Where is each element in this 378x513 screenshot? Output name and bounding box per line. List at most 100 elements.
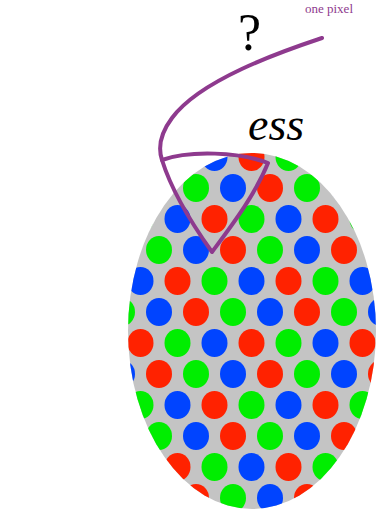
subpixel-dot	[202, 205, 228, 233]
subpixel-dot	[0, 484, 24, 512]
subpixel-dot	[72, 484, 98, 512]
subpixel-dot	[202, 267, 228, 295]
subpixel-dot	[239, 453, 265, 481]
subpixel-dot	[294, 298, 320, 326]
subpixel-dot	[294, 174, 320, 202]
subpixel-dot	[368, 360, 378, 388]
screen-disc	[128, 153, 376, 509]
subpixel-dot	[109, 174, 135, 202]
subpixel-dot	[294, 422, 320, 450]
subpixel-dot	[0, 422, 24, 450]
subpixel-dot	[128, 453, 154, 481]
subpixel-dot	[313, 391, 339, 419]
subpixel-dot	[276, 453, 302, 481]
subpixel-dot	[91, 329, 117, 357]
subpixel-dot	[109, 112, 135, 140]
subpixel-dot	[183, 422, 209, 450]
subpixel-dot	[220, 112, 246, 140]
subpixel-dot	[331, 360, 357, 388]
subpixel-dot	[239, 329, 265, 357]
subpixel-dot	[17, 329, 43, 357]
subpixel-dot	[368, 484, 378, 512]
subpixel-dot	[202, 453, 228, 481]
subpixel-dot	[91, 267, 117, 295]
subpixel-dot	[146, 298, 172, 326]
subpixel-dot	[183, 484, 209, 512]
subpixel-dot	[146, 360, 172, 388]
subpixel-dot	[350, 329, 376, 357]
subpixel-dot	[128, 267, 154, 295]
subpixel-dot	[239, 267, 265, 295]
subpixel-dot	[313, 267, 339, 295]
subpixel-dot	[17, 143, 43, 171]
subpixel-dot	[257, 360, 283, 388]
subpixel-dot	[313, 205, 339, 233]
subpixel-dot	[128, 143, 154, 171]
subpixel-dot	[313, 143, 339, 171]
subpixel-dot	[183, 360, 209, 388]
subpixel-dot	[294, 484, 320, 512]
subpixel-dot	[331, 484, 357, 512]
subpixel-dot	[109, 422, 135, 450]
subpixel-dot	[54, 143, 80, 171]
subpixel-dot	[313, 453, 339, 481]
subpixel-dot	[72, 174, 98, 202]
subpixel-dot	[368, 236, 378, 264]
subpixel-dot	[350, 453, 376, 481]
subpixel-dot	[220, 298, 246, 326]
subpixel-dot	[220, 360, 246, 388]
subpixel-dot	[294, 360, 320, 388]
subpixel-dot	[35, 112, 61, 140]
subpixel-dot	[72, 298, 98, 326]
subpixel-dot	[276, 391, 302, 419]
subpixel-dot	[35, 298, 61, 326]
subpixel-grid	[0, 112, 378, 513]
subpixel-dot	[220, 174, 246, 202]
subpixel-dot	[35, 360, 61, 388]
subpixel-dot	[257, 298, 283, 326]
subpixel-dot	[350, 205, 376, 233]
subpixel-dot	[54, 391, 80, 419]
subpixel-dot	[109, 360, 135, 388]
subpixel-dot	[35, 174, 61, 202]
subpixel-dot	[331, 422, 357, 450]
subpixel-dot	[239, 391, 265, 419]
subpixel-dot	[0, 298, 24, 326]
subpixel-dot	[54, 453, 80, 481]
subpixel-dot	[35, 422, 61, 450]
subpixel-dot	[35, 484, 61, 512]
subpixel-dot	[72, 360, 98, 388]
subpixel-dot	[331, 112, 357, 140]
subpixel-dot	[183, 298, 209, 326]
subpixel-dot	[220, 484, 246, 512]
subpixel-dot	[146, 422, 172, 450]
subpixel-dot	[109, 298, 135, 326]
subpixel-dot	[72, 236, 98, 264]
subpixel-dot	[276, 329, 302, 357]
subpixel-dot	[91, 143, 117, 171]
subpixel-dot	[54, 329, 80, 357]
subpixel-dot	[313, 329, 339, 357]
subpixel-dot	[128, 205, 154, 233]
subpixel-dot	[109, 236, 135, 264]
subpixel-dot	[294, 236, 320, 264]
pixel-loop	[162, 154, 268, 252]
subpixel-dot	[72, 422, 98, 450]
subpixel-dot	[220, 236, 246, 264]
subpixel-dot	[183, 174, 209, 202]
subpixel-dot	[54, 205, 80, 233]
subpixel-dot	[17, 453, 43, 481]
subpixel-dot	[128, 329, 154, 357]
subpixel-dot	[350, 143, 376, 171]
subpixel-dot	[165, 391, 191, 419]
subpixel-dot	[17, 205, 43, 233]
subpixel-dot	[165, 329, 191, 357]
subpixel-dot	[0, 360, 24, 388]
subpixel-dot	[276, 205, 302, 233]
subpixel-dot	[331, 236, 357, 264]
subpixel-dot	[257, 484, 283, 512]
subpixel-dot	[368, 298, 378, 326]
subpixel-dot	[72, 112, 98, 140]
subpixel-dot	[165, 453, 191, 481]
